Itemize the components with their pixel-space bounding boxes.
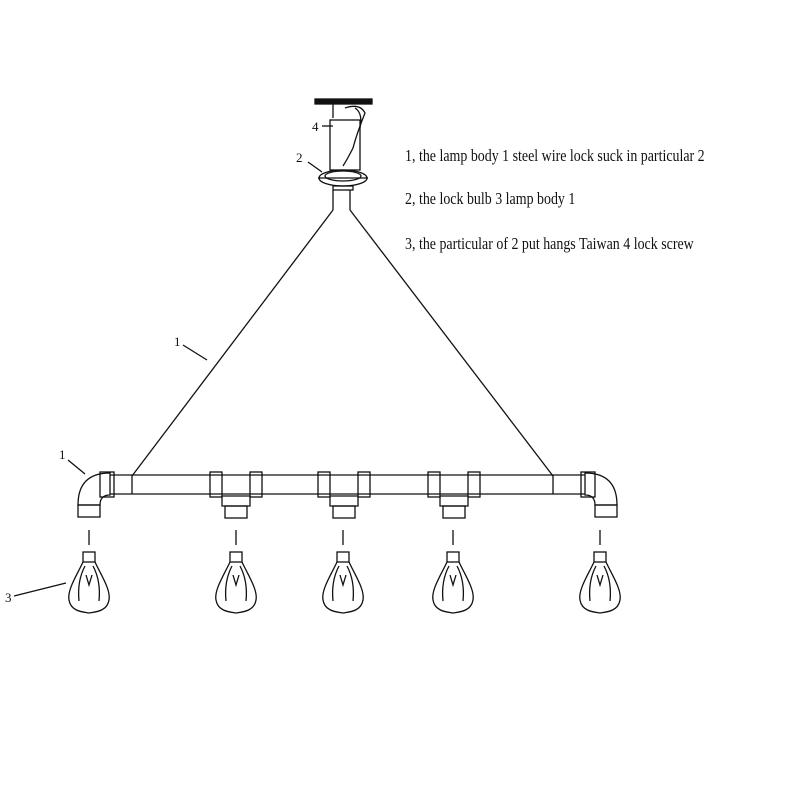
ceiling-canopy xyxy=(314,98,373,210)
tee-fitting xyxy=(317,471,371,519)
bulbs xyxy=(68,530,621,614)
tee-fitting xyxy=(427,471,481,519)
bulb xyxy=(322,530,364,614)
support-wires xyxy=(131,209,554,477)
note-3: 3, the particular of 2 put hangs Taiwan … xyxy=(405,234,694,253)
callout-flange: 2 xyxy=(296,150,303,165)
note-2: 2, the lock bulb 3 lamp body 1 xyxy=(405,189,576,208)
callout-leaders xyxy=(13,125,333,597)
bulb xyxy=(579,530,621,614)
pipe-frame xyxy=(77,471,618,519)
bulb xyxy=(432,530,474,614)
tee-fitting xyxy=(209,471,263,519)
callout-elbow: 1 xyxy=(59,447,66,462)
callout-bulb: 3 xyxy=(5,590,12,605)
bulb xyxy=(68,530,110,614)
note-1: 1, the lamp body 1 steel wire lock suck … xyxy=(405,146,705,165)
callout-screw: 4 xyxy=(312,119,319,134)
callout-wire: 1 xyxy=(174,334,181,349)
bulb xyxy=(215,530,257,614)
